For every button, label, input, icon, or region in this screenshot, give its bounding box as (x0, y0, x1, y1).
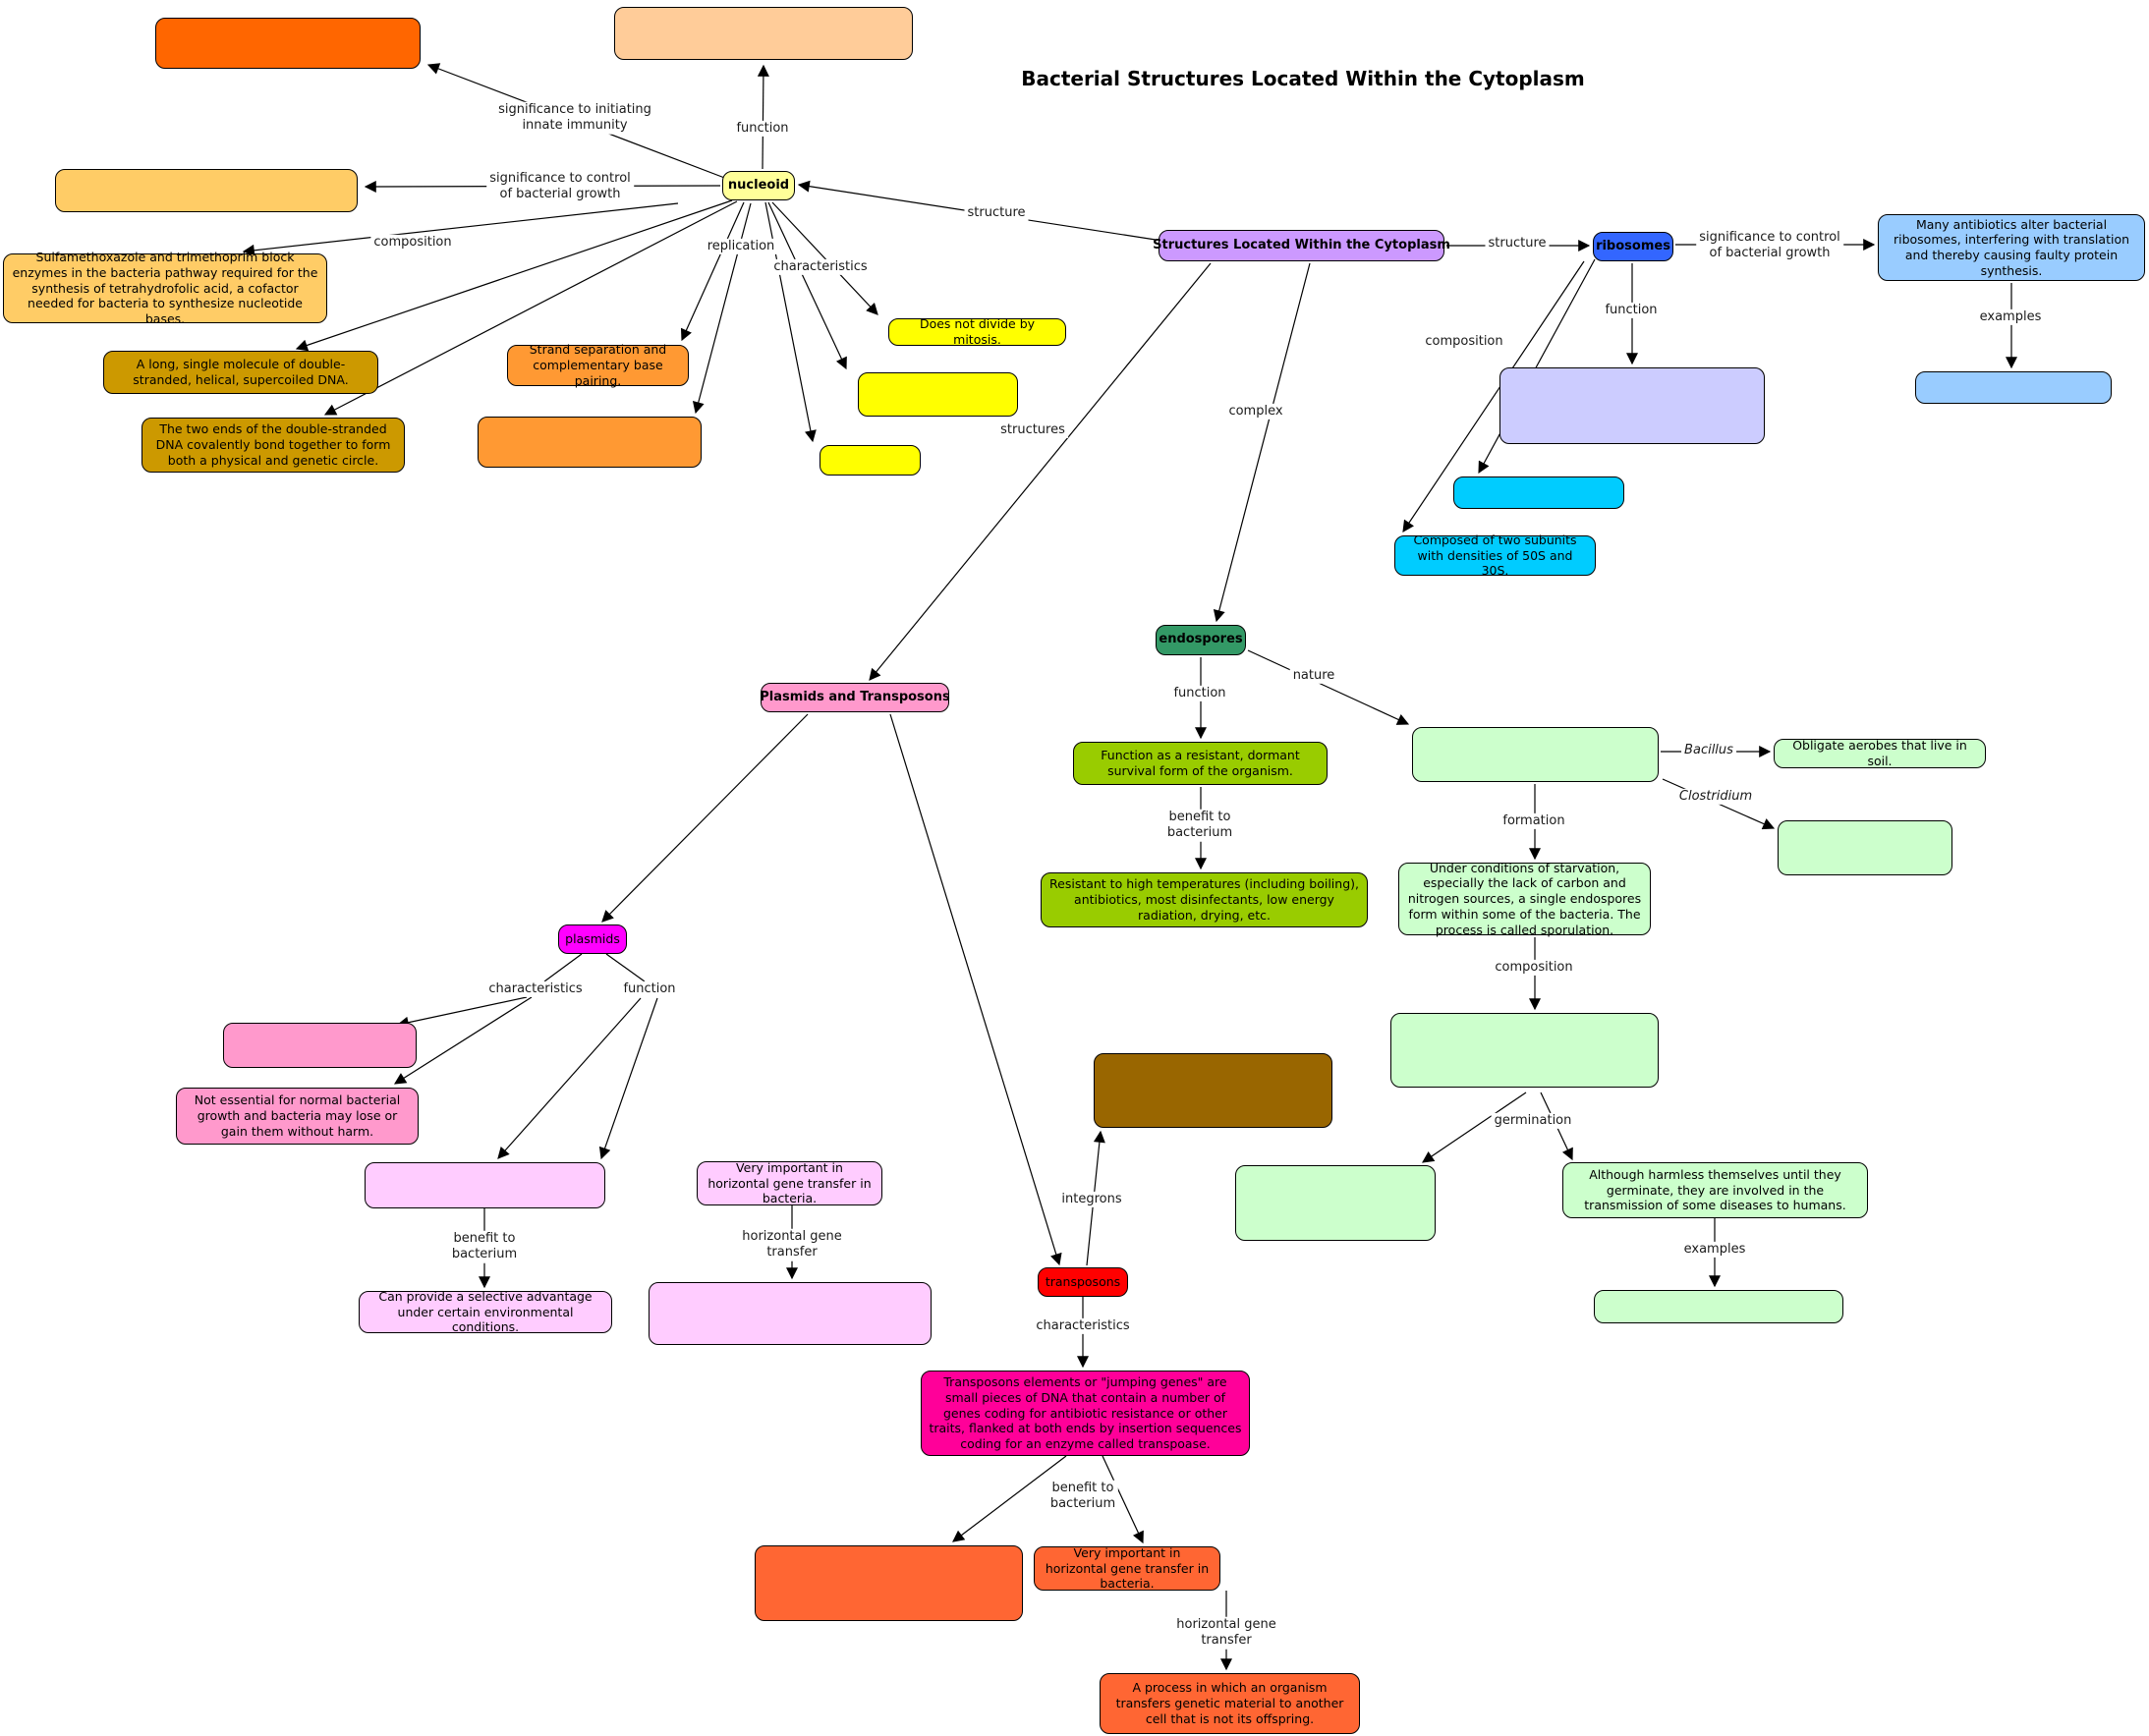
edge-label: examples (1976, 308, 2045, 326)
edge-line (295, 199, 733, 352)
node-germination-target[interactable] (1235, 1165, 1436, 1241)
edge-line (396, 996, 528, 1029)
node-selective-advantage[interactable]: Can provide a selective advantage under … (359, 1289, 612, 1334)
node-hgt-target-pink[interactable] (649, 1282, 932, 1345)
edge-line (680, 201, 745, 342)
edge-label: composition (1492, 959, 1576, 977)
node-plasmid-function-target[interactable] (365, 1162, 605, 1208)
edge-label: Clostridium (1675, 788, 1756, 806)
node-very-important-pink[interactable]: Very important in horizontal gene transf… (697, 1160, 882, 1205)
edge-label: characteristics (1033, 1317, 1133, 1335)
edge-label: function (733, 120, 792, 138)
edge-line (692, 202, 752, 415)
node-transposons[interactable]: transposons (1038, 1267, 1128, 1297)
node-endospore-function[interactable]: Function as a resistant, dormant surviva… (1073, 742, 1328, 785)
edge-label: horizontal gene transfer (739, 1228, 845, 1261)
node-clostridium-target[interactable] (1778, 820, 1952, 875)
node-nucleoid-function-target[interactable] (614, 7, 913, 60)
edge-line (1402, 260, 1585, 532)
edge-label: horizontal gene transfer (1173, 1616, 1279, 1650)
node-ribosomes[interactable]: ribosomes (1593, 232, 1673, 261)
node-obligate-aerobes[interactable]: Obligate aerobes that live in soil. (1774, 738, 1986, 768)
edge-line (393, 996, 533, 1085)
node-innate-immunity-target[interactable] (155, 18, 421, 69)
edge-label: complex (1225, 403, 1286, 420)
edge-label: structure (964, 204, 1029, 222)
node-characteristic-target-3[interactable] (820, 445, 921, 476)
node-sporulation[interactable]: Under conditions of starvation, especial… (1398, 861, 1651, 937)
edge-label: nature (1289, 667, 1338, 685)
edge-label: characteristics (770, 258, 871, 276)
edge-label: function (1170, 685, 1229, 702)
edge-line (889, 713, 1062, 1266)
edge-label: germination (1491, 1112, 1575, 1130)
node-nucleoid[interactable]: nucleoid (722, 171, 795, 200)
edge-label: replication (704, 238, 778, 255)
node-many-antibiotics[interactable]: Many antibiotics alter bacterial ribosom… (1878, 214, 2145, 281)
node-dna-ends[interactable]: The two ends of the double-stranded DNA … (141, 418, 405, 473)
edge-label: characteristics (485, 980, 586, 998)
edge-label: significance to initiating innate immuni… (495, 101, 654, 135)
node-plasmids[interactable]: plasmids (558, 924, 627, 954)
edge-label: function (620, 980, 679, 998)
edge-line (323, 200, 738, 416)
node-antibiotic-examples-target[interactable] (1915, 371, 2112, 404)
edge-line (1102, 1455, 1144, 1544)
node-not-essential[interactable]: Not essential for normal bacterial growt… (176, 1088, 419, 1145)
node-plasmids-transposons[interactable]: Plasmids and Transposons (760, 683, 950, 712)
edge-line (601, 713, 809, 923)
edge-line (497, 997, 642, 1159)
node-jumping-genes[interactable]: Transposons elements or "jumping genes" … (921, 1371, 1250, 1456)
edge-line (598, 997, 658, 1160)
edge-line (771, 201, 878, 315)
edge-label: composition (1422, 333, 1506, 351)
edge-line (1422, 1092, 1527, 1163)
node-growth-control-target[interactable] (55, 169, 358, 212)
node-dna-molecule[interactable]: A long, single molecule of double-strand… (103, 351, 378, 394)
edge-label: significance to control of bacterial gro… (1696, 229, 1843, 262)
node-replication-target[interactable] (478, 417, 702, 468)
edge-label: significance to control of bacterial gro… (486, 170, 634, 203)
edge-label: formation (1499, 812, 1568, 830)
map-title: Bacterial Structures Located Within the … (1021, 67, 1585, 90)
node-endospore-composition-target[interactable] (1390, 1013, 1659, 1088)
node-ribosome-function-target[interactable] (1499, 367, 1765, 444)
edge-line (1213, 262, 1311, 623)
node-disease-examples-target[interactable] (1594, 1290, 1843, 1323)
edge-line (242, 202, 679, 256)
edge-line (543, 953, 583, 982)
node-two-subunits[interactable]: Composed of two subunits with densities … (1394, 532, 1596, 578)
node-ribosome-composition-target[interactable] (1453, 476, 1624, 509)
edge-label: benefit to bacterium (1046, 1480, 1119, 1513)
edge-label: structures (997, 421, 1068, 439)
edge-line (767, 201, 847, 370)
edge-label: Bacillus (1681, 742, 1736, 759)
node-resistant-temperatures[interactable]: Resistant to high temperatures (includin… (1041, 872, 1368, 927)
edge-label: integrons (1058, 1191, 1125, 1208)
node-endospores[interactable]: endospores (1156, 625, 1246, 655)
edge-label: structure (1485, 235, 1550, 252)
edge-label: benefit to bacterium (448, 1230, 521, 1263)
node-integrons-target[interactable] (1094, 1053, 1332, 1128)
edge-line (952, 1455, 1067, 1542)
edge-line (1247, 649, 1410, 725)
node-plasmid-characteristic-target[interactable] (223, 1023, 417, 1068)
edge-line (869, 262, 1212, 681)
edge-line (605, 953, 646, 982)
node-very-important-orange[interactable]: Very important in horizontal gene transf… (1034, 1545, 1220, 1591)
node-although-harmless[interactable]: Although harmless themselves until they … (1562, 1162, 1868, 1218)
node-endospore-nature-target[interactable] (1412, 727, 1659, 782)
node-transposon-benefit-target[interactable] (755, 1545, 1023, 1621)
node-structures-located[interactable]: Structures Located Within the Cytoplasm (1153, 230, 1450, 261)
edge-label: examples (1680, 1241, 1749, 1259)
node-characteristic-target-2[interactable] (858, 372, 1018, 417)
edge-label: composition (370, 234, 455, 252)
node-strand-separation[interactable]: Strand separation and complementary base… (507, 342, 689, 388)
edge-line (1478, 258, 1596, 475)
node-sulfamethoxazole[interactable]: Sulfamethoxazole and trimethoprim block … (3, 250, 327, 326)
edge-label: function (1602, 302, 1661, 319)
node-hgt-process[interactable]: A process in which an organism transfers… (1100, 1673, 1360, 1734)
node-no-mitosis[interactable]: Does not divide by mitosis. (888, 316, 1066, 347)
edge-label: benefit to bacterium (1163, 809, 1236, 842)
